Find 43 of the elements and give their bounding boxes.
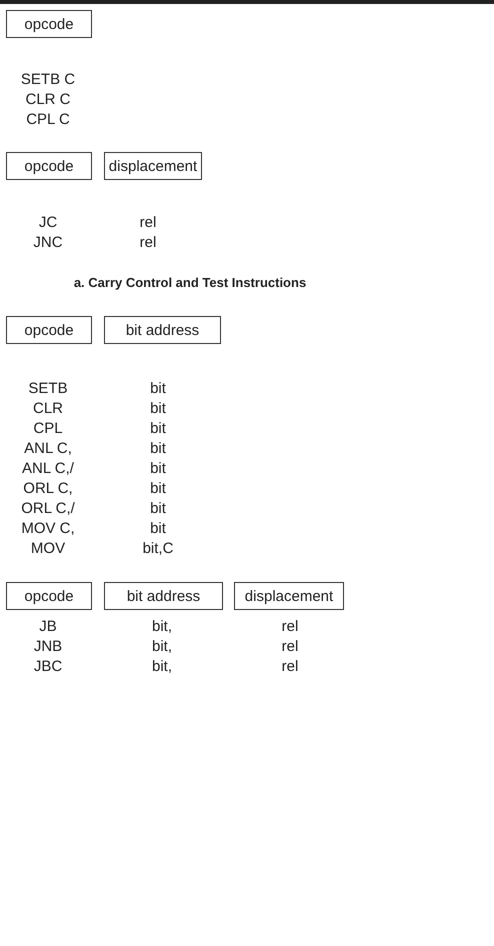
caption: a. Carry Control and Test Instructions	[74, 275, 306, 290]
instruction-text: bit,	[152, 638, 172, 655]
field-box: opcode	[6, 582, 92, 610]
instruction-text: CLR C	[26, 91, 70, 108]
instruction-text: MOV	[30, 540, 66, 557]
instruction-text: JBC	[34, 658, 62, 675]
instruction-text: ORL C,	[23, 480, 73, 497]
instruction-text: rel	[282, 618, 298, 635]
instruction-text: JB	[39, 618, 57, 635]
field-box: opcode	[6, 10, 92, 38]
instruction-text: ANL C,/	[22, 460, 74, 477]
instruction-text: rel	[140, 214, 156, 231]
instruction-text: JC	[38, 214, 58, 231]
instruction-text: SETB	[28, 380, 68, 397]
instruction-text: JNB	[34, 638, 62, 655]
instruction-text: CLR	[33, 400, 63, 417]
field-box: opcode	[6, 316, 92, 344]
instruction-text: CPL C	[26, 111, 70, 128]
instruction-text: rel	[282, 658, 298, 675]
instruction-text: SETB C	[20, 71, 76, 88]
instruction-text: bit	[150, 380, 166, 397]
instruction-text: ANL C,	[24, 440, 72, 457]
instruction-text: rel	[140, 234, 156, 251]
field-box: displacement	[104, 152, 202, 180]
instruction-text: bit	[150, 460, 166, 477]
field-box: displacement	[234, 582, 344, 610]
instruction-text: bit	[150, 420, 166, 437]
instruction-text: bit	[150, 520, 166, 537]
instruction-text: rel	[282, 638, 298, 655]
instruction-text: bit	[150, 440, 166, 457]
instruction-text: ORL C,/	[21, 500, 75, 517]
field-box: bit address	[104, 316, 221, 344]
instruction-text: bit,C	[142, 540, 174, 557]
instruction-text: JNC	[33, 234, 63, 251]
instruction-text: bit	[150, 400, 166, 417]
field-box: bit address	[104, 582, 223, 610]
instruction-text: bit	[150, 480, 166, 497]
instruction-text: MOV C,	[21, 520, 75, 537]
instruction-text: bit	[150, 500, 166, 517]
instruction-text: bit,	[152, 618, 172, 635]
instruction-text: CPL	[33, 420, 63, 437]
field-box: opcode	[6, 152, 92, 180]
instruction-text: bit,	[152, 658, 172, 675]
